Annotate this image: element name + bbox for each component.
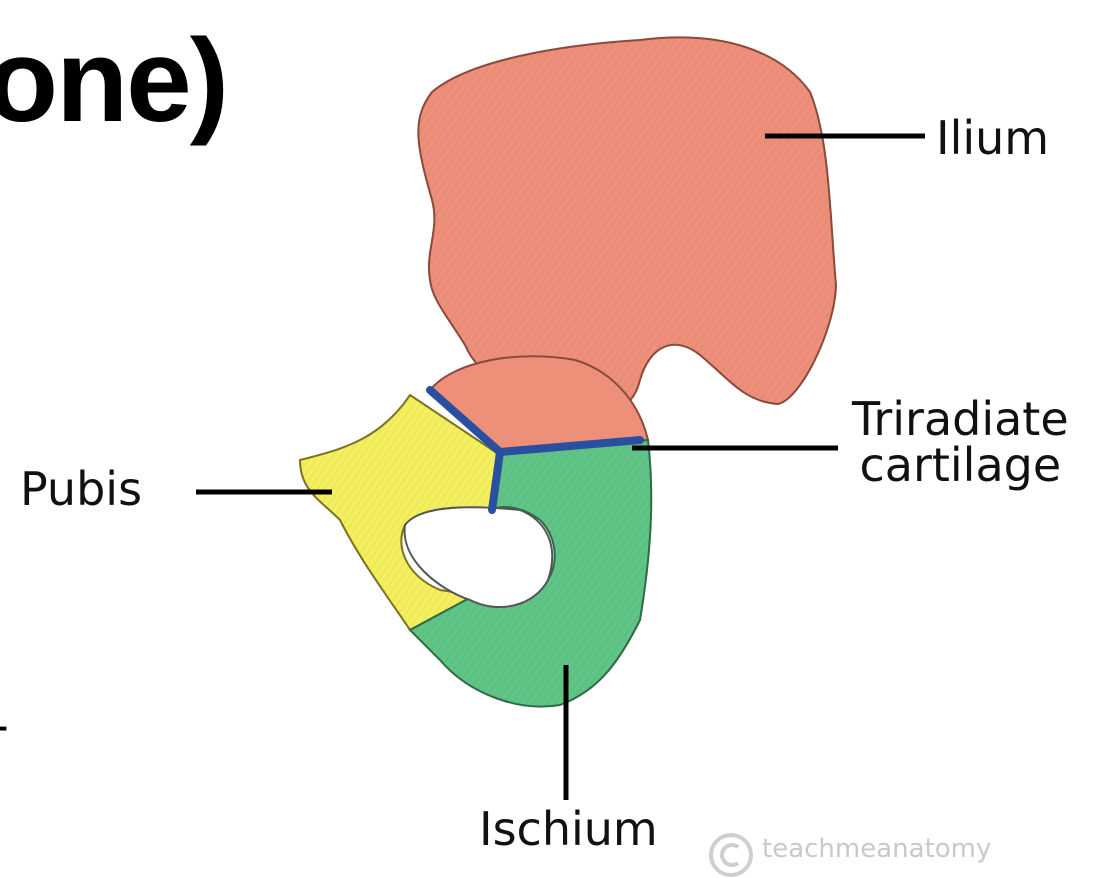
triradiate-label-line1: Triradiate (852, 396, 1069, 442)
triradiate-label-line2: cartilage (852, 442, 1069, 488)
ilium-label: Ilium (936, 115, 1049, 161)
pubis-label: Pubis (20, 466, 142, 512)
triradiate-cartilage-label: Triradiate cartilage (852, 396, 1069, 488)
ischium-label: Ischium (479, 806, 658, 852)
watermark-text: teachmeanatomy (762, 834, 991, 864)
copyright-icon (708, 832, 754, 878)
